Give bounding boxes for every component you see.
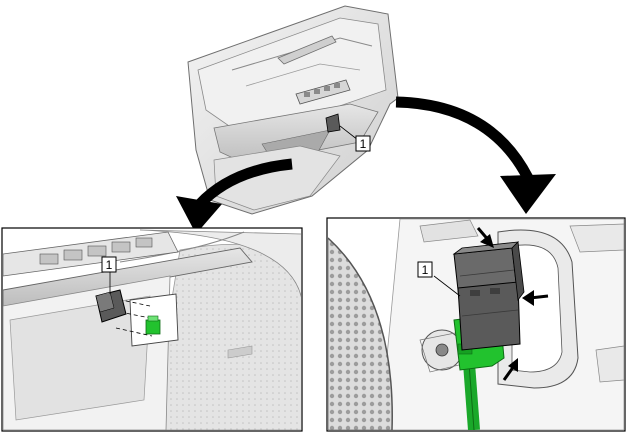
left-detail-panel — [1, 227, 303, 432]
callout-label-top: 1 — [360, 137, 367, 151]
callout-box-right: 1 — [417, 261, 433, 278]
callout-leader-top — [339, 125, 359, 141]
callout-label-left: 1 — [106, 258, 113, 272]
curved-arrow-left — [176, 158, 293, 234]
switch-assembly-right — [452, 241, 525, 351]
right-detail-panel — [326, 217, 626, 432]
connector-green-left — [145, 319, 161, 335]
release-arrow-right — [522, 290, 549, 306]
callout-box-left: 1 — [101, 256, 117, 273]
curved-arrow-right — [395, 96, 556, 214]
release-arrow-bottom — [502, 358, 518, 381]
callout-leader-right — [433, 275, 461, 297]
release-arrow-top — [476, 227, 494, 248]
door-panel-overview — [187, 5, 399, 215]
callout-label-right: 1 — [422, 263, 429, 277]
callout-box-top: 1 — [355, 135, 371, 152]
